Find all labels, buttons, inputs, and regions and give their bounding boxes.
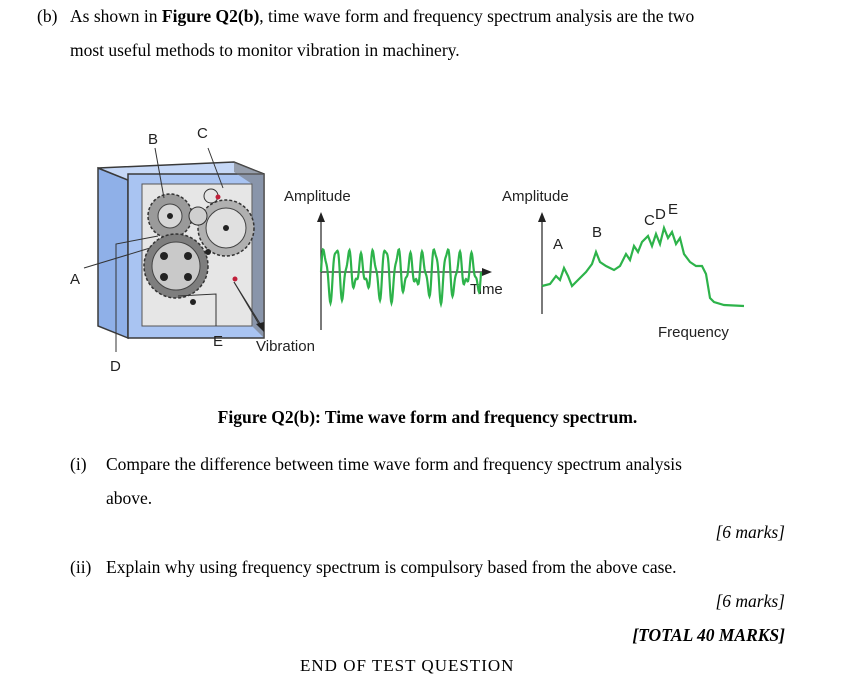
spectrum-ylabel: Amplitude (502, 188, 569, 205)
subquestion-i-text-cont: above. (106, 488, 153, 508)
peak-b: B (592, 224, 602, 241)
figure-reference: Figure Q2(b) (161, 6, 260, 26)
label-vibration: Vibration (256, 338, 315, 355)
spectrum-signal (541, 224, 745, 308)
spectrum-xlabel: Frequency (658, 324, 729, 341)
time-xlabel: Time (470, 281, 503, 298)
intro-text-b: , time wave form and frequency spectrum … (259, 6, 695, 26)
subquestion-i-number: (i) (70, 454, 87, 474)
gear-small (188, 188, 238, 305)
question-intro-line2: most useful methods to monitor vibration… (70, 40, 460, 60)
peak-c: C (644, 212, 655, 229)
gear-large (143, 233, 209, 299)
peak-a: A (553, 236, 563, 253)
total-marks: [TOTAL 40 MARKS] (632, 625, 785, 645)
time-waveform-signal (319, 247, 483, 309)
subquestion-ii-marks: [6 marks] (715, 591, 785, 611)
label-a: A (70, 271, 80, 288)
peak-d: D (655, 206, 666, 223)
subquestion-ii-text: Explain why using frequency spectrum is … (106, 557, 677, 577)
footer-text: END OF TEST QUESTION (300, 656, 515, 675)
intro-text-a: As shown in (70, 6, 162, 26)
peak-e: E (668, 201, 678, 218)
time-ylabel: Amplitude (284, 188, 351, 205)
time-waveform-plot: Amplitude Time (284, 188, 503, 330)
question-intro: As shown in Figure Q2(b), time wave form… (70, 5, 694, 27)
figure-caption: Figure Q2(b): Time wave form and frequen… (217, 407, 638, 427)
gear-b (147, 193, 193, 239)
frequency-spectrum-plot: Amplitude Frequency A B C D E (502, 188, 745, 341)
gear-c (197, 199, 255, 257)
label-c: C (197, 125, 208, 142)
subquestion-i-text: Compare the difference between time wave… (106, 454, 682, 474)
subquestion-ii-number: (ii) (70, 557, 92, 577)
figure-q2b: A B C D E Vibration Amplitude Time Ampli… (58, 76, 764, 390)
label-b: B (148, 131, 158, 148)
question-label: (b) (37, 6, 58, 26)
leader-lines (83, 147, 265, 352)
subquestion-i-marks: [6 marks] (715, 522, 785, 542)
label-e: E (213, 333, 223, 350)
label-d: D (110, 358, 121, 375)
figure-illustration: A B C D E Vibration Amplitude Time Ampli… (70, 125, 745, 375)
